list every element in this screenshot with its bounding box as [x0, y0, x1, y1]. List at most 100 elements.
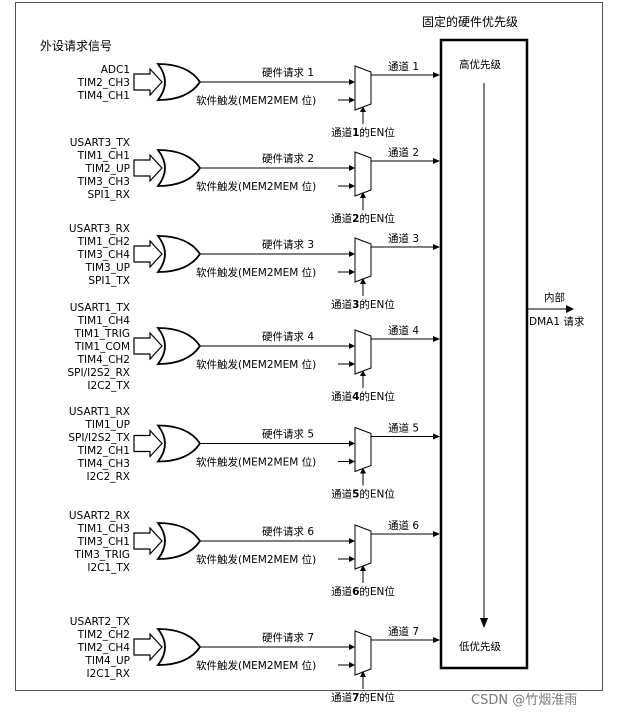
arrow-head	[349, 458, 355, 465]
arrow-head	[433, 433, 440, 440]
or-gate	[156, 628, 202, 666]
signal-label: TIM3_CH1	[77, 536, 130, 548]
signal-label: I2C2_TX	[87, 380, 130, 392]
arrow-head	[349, 251, 355, 257]
arrow-head	[360, 278, 366, 284]
signal-label: USART3_RX	[69, 223, 130, 235]
channel-mux	[354, 524, 372, 570]
or-gate	[156, 327, 202, 365]
sw-trigger-label: 软件触发(MEM2MEM 位)	[196, 180, 316, 193]
outer-frame	[15, 2, 603, 691]
channel-mux	[354, 630, 372, 676]
en-bit-label: 通道4的EN位	[331, 390, 395, 403]
arrow-head	[349, 183, 355, 189]
channel-label: 通道 2	[388, 146, 419, 159]
arrow-head	[349, 343, 355, 349]
input-bus-arrow	[133, 632, 163, 662]
signal-label: TIM3_TRIG	[74, 549, 130, 561]
sw-trigger-label: 软件触发(MEM2MEM 位)	[196, 94, 316, 107]
channel-group-7: USART2_TXTIM2_CH2TIM2_CH4TIM4_UPI2C1_RX硬…	[70, 616, 440, 704]
signal-label: USART3_TX	[70, 137, 130, 149]
signal-label: TIM1_CH3	[77, 523, 130, 535]
en-bit-label: 通道2的EN位	[331, 212, 395, 225]
sw-trigger-label: 软件触发(MEM2MEM 位)	[196, 553, 316, 566]
arrow-head	[349, 165, 355, 171]
hw-request-label: 硬件请求 6	[262, 525, 314, 538]
en-bit-label: 通道6的EN位	[331, 585, 395, 598]
signal-label: USART2_TX	[70, 616, 130, 628]
watermark: CSDN @竹烟淮雨	[471, 693, 577, 708]
or-gate	[156, 63, 202, 101]
channel-group-2: USART3_TXTIM1_CH1TIM2_UPTIM3_CH3SPI1_RX硬…	[70, 137, 440, 225]
arrow-head	[349, 269, 355, 275]
channel-mux	[354, 237, 372, 283]
sw-trigger-label: 软件触发(MEM2MEM 位)	[196, 266, 316, 279]
arrow-head	[349, 97, 355, 103]
arrow-head	[360, 671, 366, 677]
signal-label: SPI/I2S2_TX	[68, 432, 130, 444]
channel-label: 通道 7	[388, 625, 419, 638]
arrow-head	[349, 79, 355, 85]
arrow-head	[349, 538, 355, 544]
signal-label: TIM2_CH2	[77, 629, 130, 641]
arrow-head	[349, 440, 355, 447]
arrow-head	[360, 106, 366, 112]
arrow-head	[349, 662, 355, 668]
channel-group-3: USART3_RXTIM1_CH2TIM3_CH4TIM3_UPSPI1_TX硬…	[69, 223, 440, 311]
signal-label: TIM1_COM	[74, 341, 130, 353]
arrow-head	[360, 192, 366, 198]
hw-request-label: 硬件请求 2	[262, 152, 314, 165]
signal-label: TIM3_CH4	[77, 249, 131, 261]
signal-label: TIM1_CH1	[77, 150, 130, 162]
en-bit-label: 通道7的EN位	[331, 691, 395, 704]
en-bit-label: 通道3的EN位	[331, 298, 395, 311]
channel-label: 通道 6	[388, 519, 419, 532]
signal-label: TIM1_TRIG	[74, 328, 130, 340]
signal-label: TIM4_CH1	[77, 90, 130, 102]
arrow-head	[433, 336, 440, 342]
signal-label: TIM4_CH3	[77, 458, 130, 470]
input-bus-arrow	[133, 526, 163, 556]
channel-mux	[354, 151, 372, 197]
arrow-head	[433, 244, 440, 250]
channel-mux	[354, 65, 372, 111]
channel-group-6: USART2_RXTIM1_CH3TIM3_CH1TIM3_TRIGI2C1_T…	[69, 510, 440, 598]
signal-label: TIM2_UP	[84, 163, 130, 175]
sw-trigger-label: 软件触发(MEM2MEM 位)	[196, 456, 316, 469]
sw-trigger-label: 软件触发(MEM2MEM 位)	[196, 358, 316, 371]
output-label-dma1: DMA1 请求	[529, 315, 585, 328]
input-bus-arrow	[133, 428, 163, 459]
signal-label: TIM1_CH2	[77, 236, 130, 248]
channel-label: 通道 3	[388, 232, 419, 245]
arrow-head	[349, 556, 355, 562]
channel-mux	[354, 329, 372, 375]
signal-label: I2C1_TX	[87, 562, 130, 574]
arrow-head	[433, 531, 440, 537]
fixed-priority-label: 固定的硬件优先级	[422, 14, 518, 29]
signal-label: TIM4_CH2	[77, 354, 130, 366]
hw-request-label: 硬件请求 5	[262, 428, 314, 441]
en-bit-label: 通道5的EN位	[331, 488, 395, 501]
channel-label: 通道 1	[388, 60, 419, 73]
signal-label: I2C1_RX	[86, 668, 130, 680]
hw-request-label: 硬件请求 3	[262, 238, 314, 251]
input-bus-arrow	[133, 239, 163, 269]
signal-label: I2C2_RX	[86, 471, 130, 483]
signal-label: USART1_TX	[70, 302, 130, 314]
or-gate	[156, 149, 202, 187]
sw-trigger-label: 软件触发(MEM2MEM 位)	[196, 659, 316, 672]
channel-label: 通道 5	[388, 422, 419, 435]
hw-request-label: 硬件请求 7	[262, 631, 314, 644]
en-bit-label: 通道1的EN位	[331, 126, 395, 139]
signal-label: TIM2_CH3	[77, 77, 130, 89]
signal-label: USART1_RX	[69, 406, 130, 418]
signal-label: USART2_RX	[69, 510, 130, 522]
or-gate	[156, 424, 202, 463]
input-bus-arrow	[133, 153, 163, 183]
arrow-head	[349, 644, 355, 650]
signal-label: TIM2_CH4	[77, 642, 131, 654]
channel-label: 通道 4	[388, 324, 419, 337]
